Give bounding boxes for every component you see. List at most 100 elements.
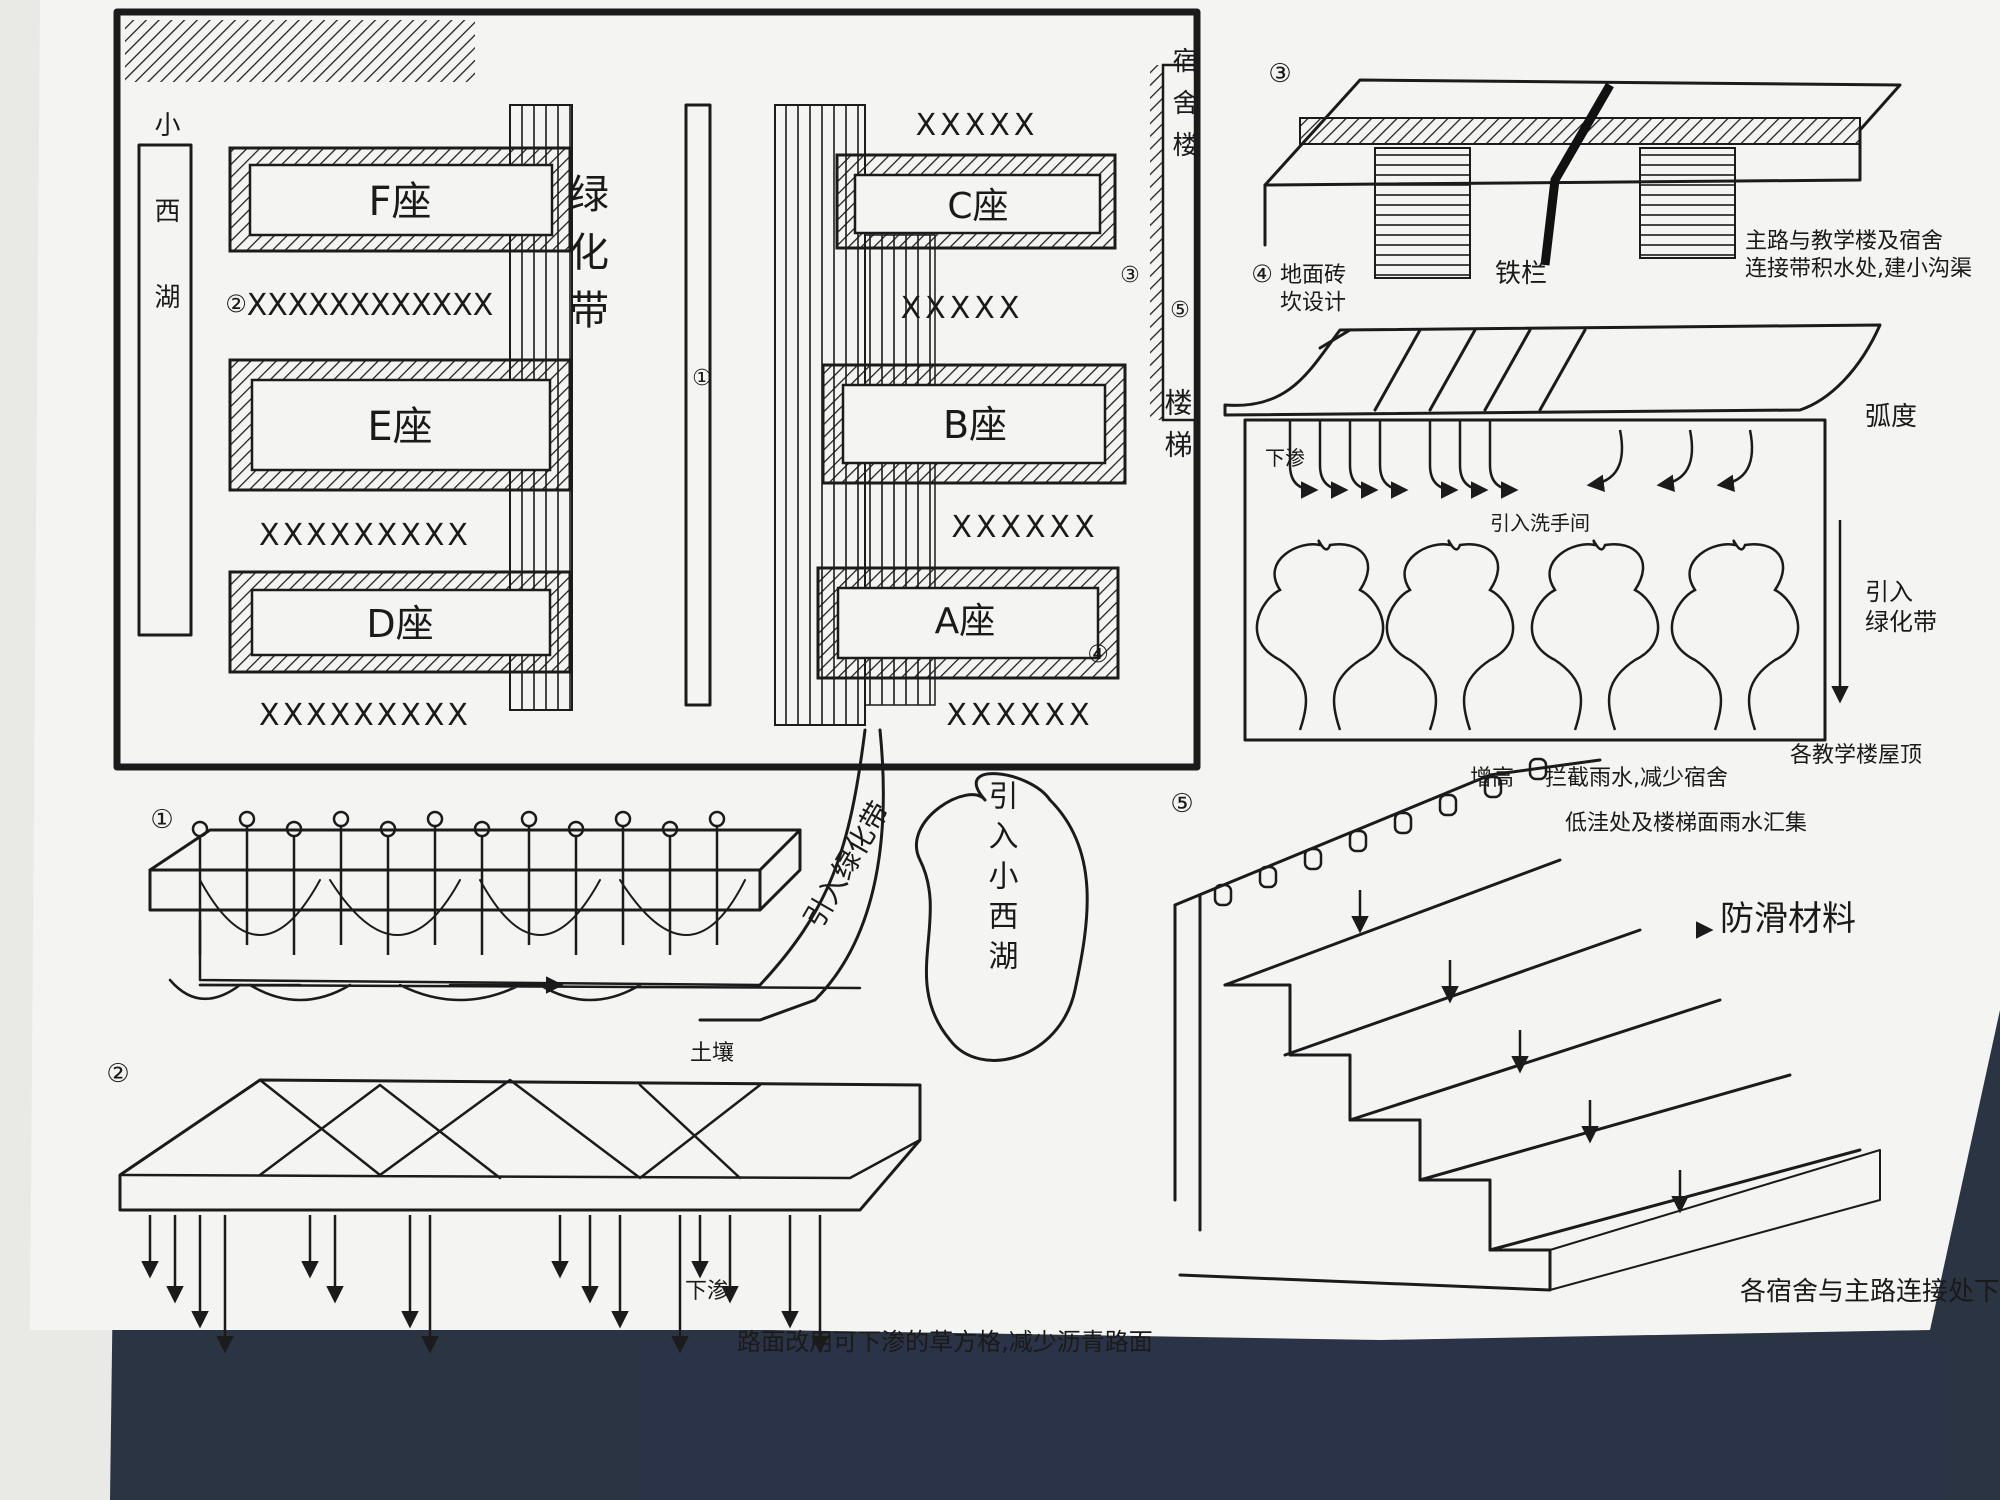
label-tile-note: 地面砖坎设计: [1280, 263, 1346, 316]
trench-post-cap: [614, 810, 632, 828]
label-raise: 增高: [1470, 766, 1514, 791]
grille-bar: [1540, 82, 1614, 266]
label-grille: 铁栏: [1495, 259, 1547, 289]
label-building-c: C座: [947, 186, 1008, 227]
roof-trees: [1255, 539, 1800, 731]
label-arc: 弧度: [1865, 402, 1917, 432]
x-row-middle-right: XXXXX: [901, 291, 1024, 326]
trench-post-cap: [708, 810, 726, 828]
building-d: [250, 588, 552, 657]
channel-to-pond: [698, 728, 885, 1022]
label-dorm: 宿舍楼: [1168, 47, 1198, 173]
pond-outline: [915, 772, 1089, 1062]
label-collect: 低洼处及楼梯面雨水汇集: [1565, 811, 1807, 836]
x-row-bottom-right: XXXXXX: [946, 698, 1093, 733]
detail-5-stairs: ⑤ 增高 拦截雨水,减少宿舍 低洼处及楼梯面雨水汇集 防滑材料 各宿舍与主路连接…: [1170, 757, 2000, 1307]
roof-arrows: [1288, 420, 1849, 704]
x-row-lower-right: XXXXXX: [951, 510, 1098, 545]
stair-stud: [1348, 829, 1368, 853]
stair-stud: [1303, 847, 1323, 871]
label-building-a: A座: [935, 601, 996, 642]
building-b: [841, 383, 1107, 465]
caption-stairs: 各宿舍与主路连接处下: [1740, 1277, 2000, 1307]
trench-side: [148, 828, 802, 912]
label-building-f: F座: [368, 179, 431, 225]
trench-post-cap: [285, 820, 303, 838]
stair-stud: [1258, 865, 1278, 889]
site-plan: F座 E座 D座 C座 B座 A座 小西湖 绿化带 宿舍楼 楼梯 ① ② ③ ④…: [113, 8, 1201, 771]
roof-drain-arrow: [1716, 429, 1754, 492]
roof-drain-arrow: [1378, 420, 1409, 499]
lake-strip: [137, 143, 193, 637]
marker-1: ①: [692, 366, 712, 391]
detail-1-number: ①: [150, 805, 173, 835]
marker-2: ②: [225, 290, 247, 318]
roof-drain-arrow: [1348, 420, 1379, 499]
road-plane: [1263, 78, 1902, 247]
label-soil: 土壤: [690, 1041, 734, 1066]
building-e: [250, 378, 552, 472]
detail-2-number: ②: [106, 1059, 129, 1089]
tree-icon: [1530, 539, 1660, 731]
marker-3: ③: [1120, 263, 1140, 288]
detail-4-roof: ④ 弧度 下渗 引入洗手间 引入绿化带 各教学楼屋顶: [1223, 260, 1937, 768]
label-restroom: 引入洗手间: [1490, 511, 1590, 535]
roof-drain-arrow: [1458, 420, 1489, 499]
roof-hatch: [1318, 328, 1587, 412]
label-lake: 小西湖: [150, 111, 180, 369]
label-drain-note: 主路与教学楼及宿舍连接带积水处,建小沟渠: [1745, 229, 1972, 282]
label-seep-2: 下渗: [685, 1279, 729, 1304]
label-green-belt: 绿化带: [562, 173, 608, 347]
tree-icon: [1255, 539, 1385, 731]
trench-post-cap: [426, 810, 444, 828]
marker-4: ④: [1087, 640, 1109, 668]
stair-stud: [1528, 757, 1548, 781]
roof-drain-arrow: [1656, 429, 1694, 492]
drain-right: [1639, 147, 1736, 259]
label-to-pond: 引入小西湖: [983, 780, 1019, 980]
label-building-d: D座: [366, 602, 433, 646]
stair-treads: [1223, 858, 1862, 1252]
detail-2-grass-grid: ② 土壤 下渗 路面改用可下渗的草方格,减少沥青路面: [106, 1041, 1152, 1356]
roof-drain-arrow: [1288, 420, 1319, 499]
tree-icon: [1670, 539, 1800, 731]
seep-arrows: [141, 1215, 829, 1354]
caption-roof: 各教学楼屋顶: [1790, 743, 1922, 768]
x-row-left-bottom: XXXXXXXXX: [259, 698, 471, 733]
site-boundary: [113, 8, 1201, 771]
detail-3-drain: ③ 地面砖坎设计 铁栏 主路与教学楼及宿舍连接带积水处,建小沟渠: [1263, 59, 1972, 316]
roof-drain-arrow: [1318, 420, 1349, 499]
label-building-b: B座: [943, 403, 1007, 447]
dorm-building: [1161, 63, 1197, 422]
tree-icon: [1385, 539, 1515, 731]
trench-post-cap: [379, 820, 397, 838]
road-strip-1: [684, 103, 712, 707]
stair-arrows: [1351, 890, 1714, 1214]
x-row-left-middle: XXXXXXXXX: [259, 518, 471, 553]
trench-post-cap: [567, 820, 585, 838]
roof-slab: [1223, 323, 1882, 417]
stair-base: [1549, 1149, 1881, 1291]
desk-edge: [640, 1340, 1940, 1500]
stair-stud: [1438, 793, 1458, 817]
trench-basins: [168, 918, 862, 1002]
building-f: [248, 163, 554, 237]
detail-5-number: ⑤: [1170, 789, 1193, 819]
label-building-e: E座: [367, 404, 432, 450]
building-a: [836, 586, 1100, 660]
caption-grass-grid: 路面改用可下渗的草方格,减少沥青路面: [737, 1328, 1153, 1356]
trench-posts: [191, 810, 726, 955]
label-antislip: 防滑材料: [1720, 899, 1856, 939]
detail-4-number: ④: [1251, 260, 1273, 288]
trench-post-cap: [238, 810, 256, 828]
drain-left: [1374, 147, 1471, 279]
trench-post-cap: [332, 810, 350, 828]
trench-post-cap: [520, 810, 538, 828]
label-stairs: 楼梯: [1161, 388, 1194, 472]
top-left-hatch: [125, 20, 475, 82]
label-intercept: 拦截雨水,减少宿舍: [1545, 766, 1728, 791]
roof-drain-arrow: [1488, 420, 1519, 499]
stair-stud: [1393, 811, 1413, 835]
roof-drain-arrow: [1428, 420, 1459, 499]
